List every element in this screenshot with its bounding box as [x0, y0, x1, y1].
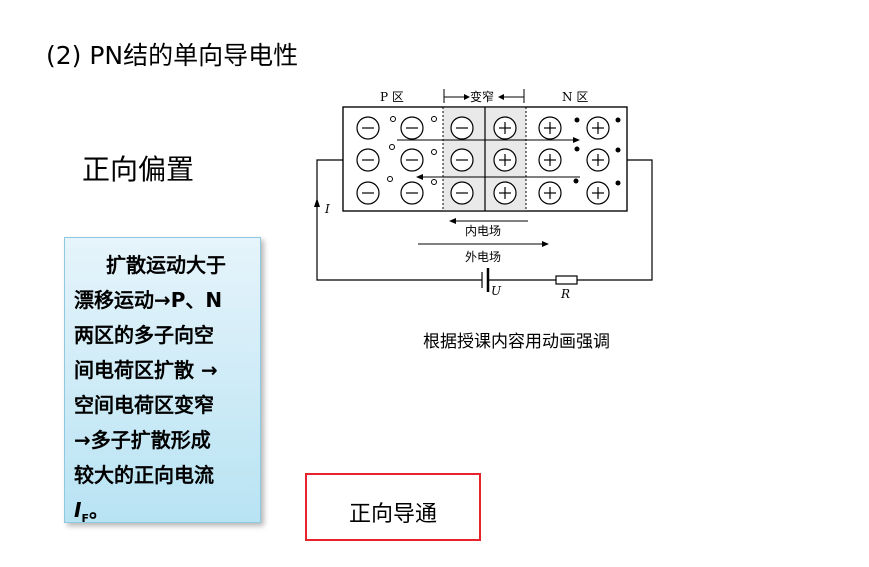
holes: [387, 116, 437, 185]
section-heading: 正向偏置: [82, 153, 195, 186]
explanation-line: 间电荷区扩散 →: [74, 358, 218, 382]
forward-current-label: IF。: [74, 498, 109, 525]
n-region-label: N 区: [562, 90, 588, 104]
current-arrow: [314, 198, 320, 207]
electrons: [573, 117, 621, 186]
resistor-label: R: [560, 287, 570, 301]
explanation-line: 扩散运动大于: [106, 253, 226, 277]
explanation-box: 扩散运动大于 漂移运动→P、N 两区的多子向空 间电荷区扩散 → 空间电荷区变窄…: [64, 237, 261, 525]
voltage-label: U: [491, 284, 502, 298]
inner-field-label: 内电场: [465, 224, 501, 238]
explanation-line: 较大的正向电流: [74, 463, 214, 487]
conduction-result-text: 正向导通: [348, 502, 437, 527]
slide-title: (2) PN结的单向导电性: [46, 41, 299, 70]
depletion-width-marker: [443, 89, 525, 103]
explanation-line: →多子扩散形成: [74, 428, 211, 452]
narrow-label: 变窄: [470, 89, 494, 104]
conduction-result-box: 正向导通: [305, 473, 481, 541]
outer-field-label: 外电场: [465, 250, 501, 264]
p-region-label: P 区: [380, 90, 404, 104]
explanation-line: 漂移运动→P、N: [74, 288, 223, 312]
current-label: I: [324, 202, 330, 216]
explanation-line: 两区的多子向空: [74, 323, 214, 347]
explanation-line: 空间电荷区变窄: [74, 393, 214, 417]
external-circuit: [316, 159, 653, 292]
caption-text: 根据授课内容用动画强调: [423, 332, 610, 352]
